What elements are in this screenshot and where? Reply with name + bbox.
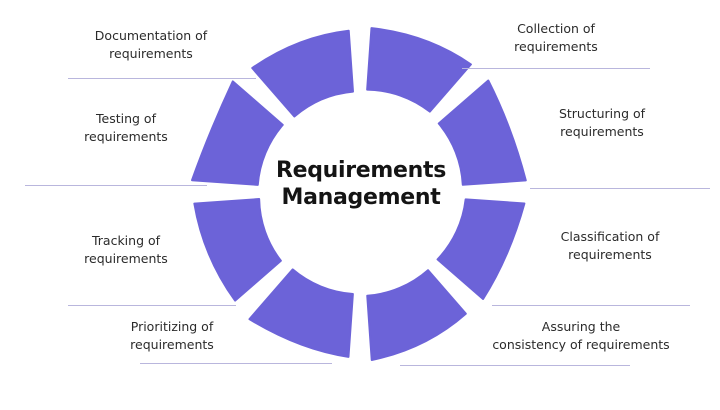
wheel-segment-collection[interactable]: Collection of requirements: [366, 27, 472, 113]
label-structuring-line2: requirements: [560, 123, 644, 139]
connector-line-prioritizing: [140, 363, 332, 364]
label-prioritizing-line2: requirements: [130, 336, 214, 352]
label-documentation-line1: Documentation of: [94, 28, 208, 43]
label-documentation-line2: requirements: [109, 45, 193, 61]
connector-line-collection: [462, 68, 650, 69]
connector-line-documentation: [68, 78, 256, 79]
label-collection-line2: requirements: [514, 38, 598, 54]
label-testing-line1: Testing of: [96, 111, 156, 126]
label-testing-line2: requirements: [84, 128, 168, 144]
center-title-line1: Requirements: [275, 158, 447, 183]
label-testing-of-requirements: Testing of requirements: [46, 110, 206, 146]
label-prioritizing-of-requirements: Prioritizing of requirements: [86, 318, 258, 354]
label-collection-of-requirements: Collection of requirements: [466, 20, 646, 56]
connector-line-structuring: [530, 188, 710, 189]
label-assuring-line1: Assuring the: [541, 319, 621, 334]
label-tracking-line2: requirements: [84, 250, 168, 266]
connector-line-testing: [25, 185, 207, 186]
label-tracking-of-requirements: Tracking of requirements: [46, 232, 206, 268]
label-structuring-of-requirements: Structuring of requirements: [512, 105, 692, 141]
center-title: Requirements Management: [230, 158, 492, 212]
label-assuring-line2: consistency of requirements: [492, 336, 670, 352]
label-structuring-line1: Structuring of: [558, 106, 646, 121]
wheel-segment-documentation[interactable]: Documentation of requirements: [251, 29, 354, 118]
wheel-segment-tracking[interactable]: Tracking of requirements: [193, 198, 282, 302]
label-tracking-line1: Tracking of: [91, 233, 161, 248]
connector-line-tracking: [68, 305, 236, 306]
label-collection-line1: Collection of: [517, 21, 595, 36]
connector-line-classification: [492, 305, 690, 306]
wheel-segment-structuring[interactable]: Structuring of requirements: [437, 79, 527, 186]
wheel-segment-prioritizing[interactable]: Prioritizing of requirements: [248, 268, 354, 358]
label-classification-of-requirements: Classification of requirements: [520, 228, 700, 264]
wheel-segment-testing[interactable]: Testing of requirements: [191, 80, 284, 186]
connector-line-assuring: [400, 365, 630, 366]
label-assuring-consistency-of-requirements: Assuring the consistency of requirements: [450, 318, 712, 354]
label-classification-line2: requirements: [568, 246, 652, 262]
wheel-segment-classification[interactable]: Classification of requirements: [436, 198, 526, 300]
label-classification-line1: Classification of: [560, 229, 660, 244]
label-documentation-of-requirements: Documentation of requirements: [60, 27, 242, 63]
label-prioritizing-line1: Prioritizing of: [130, 319, 214, 334]
wheel-segment-assuring[interactable]: Assuring the consistency of requirements: [366, 269, 467, 361]
center-title-line2: Management: [281, 184, 441, 210]
